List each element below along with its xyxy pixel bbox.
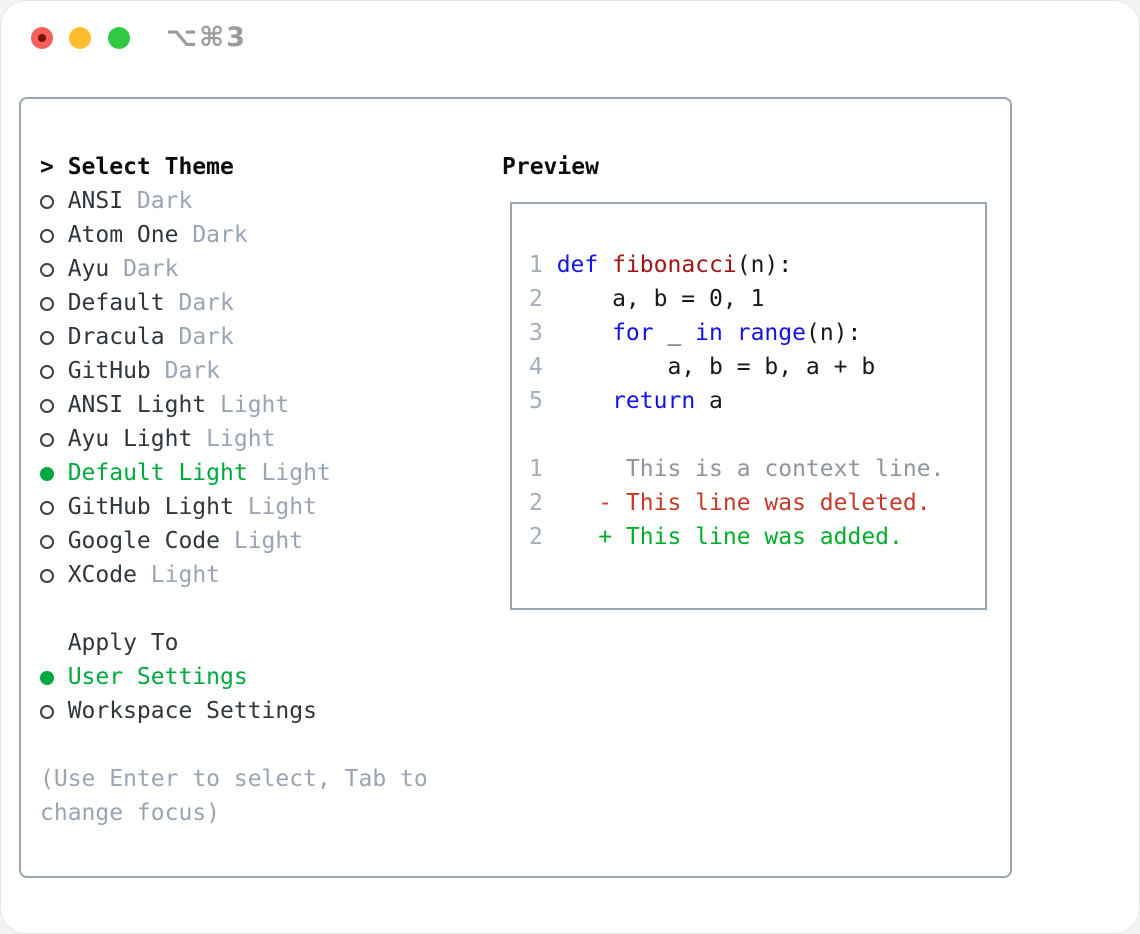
theme-option[interactable]: Atom One Dark [40, 218, 428, 252]
diff-line-added: 2 + This line was added. [529, 520, 985, 554]
theme-variant: Dark [150, 358, 221, 384]
line-number: 1 [529, 456, 543, 482]
theme-name: Dracula [67, 324, 165, 350]
radio-icon [40, 524, 68, 558]
radio-icon [40, 354, 68, 388]
hint-line: (Use Enter to select, Tab to [40, 766, 428, 792]
hint-text: (Use Enter to select, Tab to change focus… [40, 762, 428, 830]
theme-option[interactable]: XCode Light [40, 558, 428, 592]
code-line: 5 return a [529, 384, 985, 418]
theme-option[interactable]: Ayu Light Light [40, 422, 428, 456]
theme-option[interactable]: Default Dark [40, 286, 428, 320]
preview-title: Preview [502, 154, 599, 180]
prompt-icon: > [40, 154, 54, 180]
theme-name: Atom One [67, 222, 179, 248]
minimize-button[interactable] [69, 27, 91, 49]
close-button[interactable] [31, 27, 53, 49]
theme-option[interactable]: ANSI Dark [40, 184, 428, 218]
radio-icon [40, 694, 68, 728]
theme-name: ANSI Light [67, 392, 207, 418]
line-number: 4 [529, 354, 543, 380]
theme-variant: Light [192, 426, 276, 452]
radio-icon [40, 558, 68, 592]
line-number: 2 [529, 286, 543, 312]
close-button-dot-icon [38, 34, 46, 42]
theme-name: GitHub Light [67, 494, 234, 520]
theme-variant: Dark [178, 222, 248, 248]
line-number: 1 [529, 252, 543, 278]
theme-variant: Light [247, 460, 331, 486]
theme-variant: Light [220, 528, 304, 554]
theme-option[interactable]: Dracula Dark [40, 320, 428, 354]
theme-name: Default [67, 290, 165, 316]
apply-option-label: User Settings [67, 664, 248, 690]
theme-name: Google Code [67, 528, 221, 554]
apply-option[interactable]: Workspace Settings [40, 694, 428, 728]
radio-icon [40, 252, 68, 286]
zoom-button[interactable] [108, 27, 130, 49]
theme-variant: Light [233, 494, 317, 520]
radio-icon [40, 388, 68, 422]
radio-icon [40, 422, 68, 456]
theme-name: Default Light [67, 460, 248, 486]
select-theme-title: >Select Theme [40, 150, 428, 184]
keyboard-shortcut-label: ⌥⌘3 [166, 22, 247, 53]
radio-icon [40, 320, 68, 354]
theme-variant: Dark [123, 188, 193, 214]
theme-option[interactable]: GitHub Dark [40, 354, 428, 388]
diff-sample: 1 This is a context line.2 - This line w… [512, 418, 985, 554]
radio-icon [40, 490, 68, 524]
apply-option-label: Workspace Settings [67, 698, 317, 724]
apply-option[interactable]: User Settings [40, 660, 428, 694]
theme-variant: Dark [109, 256, 179, 282]
line-number: 5 [529, 388, 543, 414]
radio-icon [40, 456, 68, 490]
theme-variant: Light [206, 392, 290, 418]
radio-icon [40, 286, 68, 320]
code-line: 2 a, b = 0, 1 [529, 282, 985, 316]
code-line: 3 for _ in range(n): [529, 316, 985, 350]
theme-option[interactable]: Ayu Dark [40, 252, 428, 286]
theme-option[interactable]: GitHub Light Light [40, 490, 428, 524]
theme-name: XCode [67, 562, 137, 588]
theme-name: GitHub [67, 358, 151, 384]
theme-variant: Dark [164, 290, 234, 316]
diff-line-deleted: 2 - This line was deleted. [529, 486, 985, 520]
apply-to-title: Apply To [67, 630, 179, 656]
theme-name: ANSI [67, 188, 124, 214]
line-number: 2 [529, 524, 543, 550]
line-number: 3 [529, 320, 543, 346]
code-line: 4 a, b = b, a + b [529, 350, 985, 384]
theme-name: Ayu Light [67, 426, 193, 452]
theme-option[interactable]: ANSI Light Light [40, 388, 428, 422]
radio-icon [40, 660, 68, 694]
theme-variant: Dark [164, 324, 234, 350]
theme-variant: Light [136, 562, 221, 588]
radio-icon [40, 184, 68, 218]
theme-option[interactable]: Default Light Light [40, 456, 428, 490]
theme-name: Ayu [67, 256, 110, 282]
line-number: 2 [529, 490, 543, 516]
diff-line-context: 1 This is a context line. [529, 452, 985, 486]
hint-line: change focus) [40, 800, 221, 826]
radio-icon [40, 218, 68, 252]
theme-option[interactable]: Google Code Light [40, 524, 428, 558]
